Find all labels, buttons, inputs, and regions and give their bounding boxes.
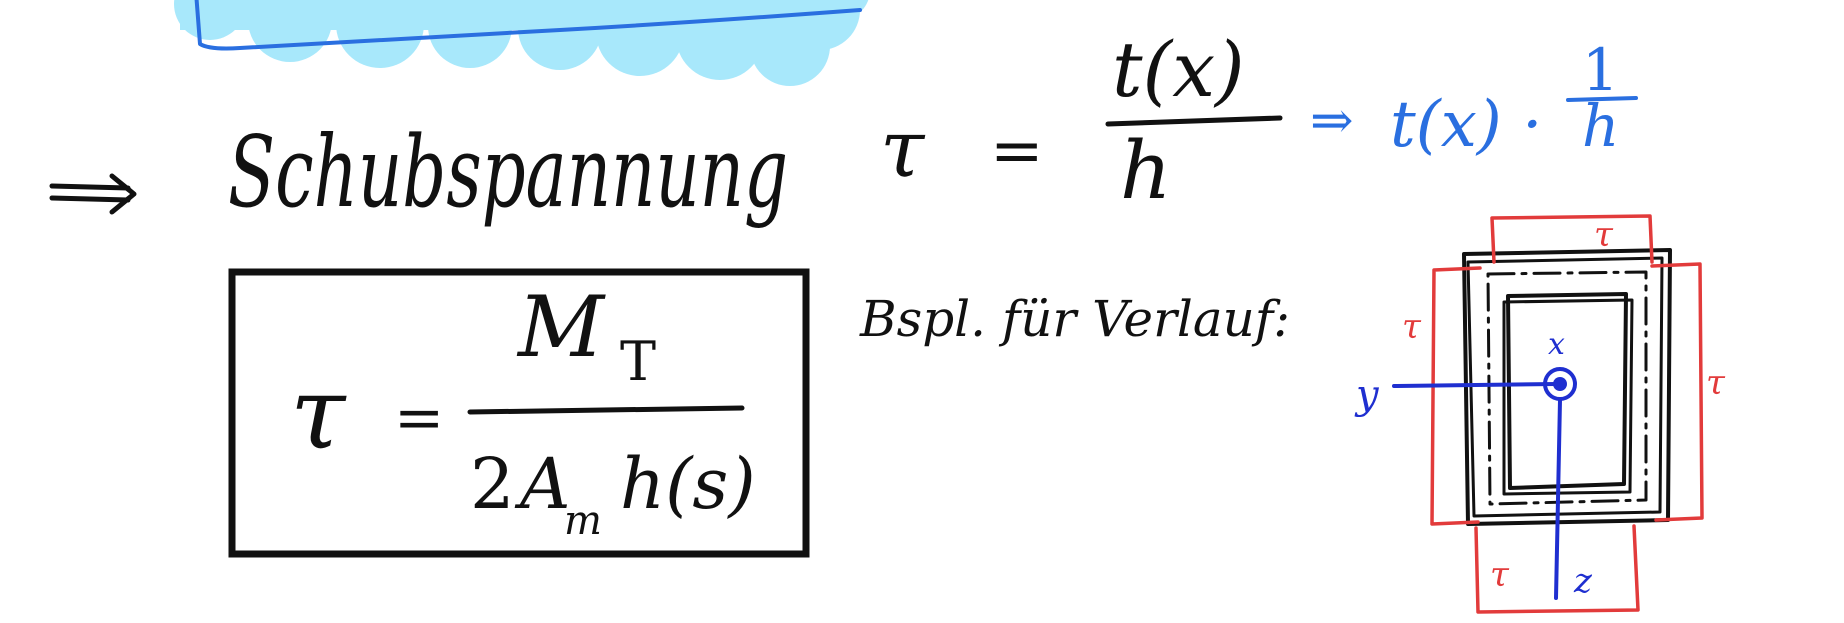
boxed-formula: τ = M T 2 A m h(s) [228, 268, 810, 558]
boxed-formula-numerator-main: M [516, 278, 606, 376]
example-label: Bspl. für Verlauf: [859, 290, 1290, 348]
axis-y-label: y [1354, 372, 1380, 418]
formula-box [228, 268, 810, 558]
tau-right-label: τ [1706, 363, 1726, 403]
heading-schubspannung: Schubspannung [228, 116, 788, 230]
cross-section-diagram: τ τ τ τ x y z [1354, 214, 1726, 614]
cloud-fill [174, 0, 869, 86]
tau-left-label: τ [1402, 307, 1422, 347]
axis-y-line [1392, 382, 1558, 388]
axis-origin-dot [1553, 377, 1567, 391]
boxed-formula-fraction-bar [467, 405, 745, 415]
axis-x-label: x [1548, 327, 1565, 362]
shear-relation-fraction-bar [1105, 115, 1283, 127]
shear-relation-numerator: t(x) [1112, 25, 1245, 114]
cloud-outline [194, 0, 862, 51]
blue-note-frac-den: h [1582, 92, 1619, 160]
boxed-formula-denominator-coef: 2 [470, 443, 515, 525]
tau-top-box [1490, 214, 1654, 264]
blue-note-implies: ⇒ [1310, 91, 1354, 151]
shear-relation-lhs: τ [880, 102, 926, 195]
blue-note: ⇒ t(x) · 1 h [1310, 36, 1638, 162]
boxed-formula-denominator-main: A [514, 443, 571, 525]
tau-top-label: τ [1594, 215, 1614, 255]
shear-relation-denominator: h [1120, 124, 1172, 217]
section-outer-outline-2 [1466, 256, 1664, 518]
implies-arrow [49, 173, 137, 215]
section-inner-outline-2 [1502, 298, 1634, 496]
section-outer-outline [1462, 248, 1672, 526]
boxed-formula-denominator-sub: m [564, 498, 602, 544]
blue-note-fraction-bar [1566, 96, 1638, 102]
blue-note-frac-num: 1 [1582, 36, 1619, 104]
section-inner-outline [1506, 292, 1628, 490]
boxed-formula-equals: = [394, 383, 444, 453]
shear-relation: τ = t(x) h [880, 25, 1283, 217]
tau-right-box [1650, 262, 1704, 522]
tau-left-box [1430, 266, 1482, 526]
blue-note-expr: t(x) · [1390, 88, 1542, 162]
axis-z-label: z [1573, 561, 1593, 601]
tau-bottom-label: τ [1490, 555, 1510, 595]
boxed-formula-numerator-sub: T [620, 330, 656, 393]
tau-bottom-box [1474, 524, 1640, 614]
boxed-formula-denominator-tail: h(s) [620, 443, 756, 525]
shear-relation-equals: = [990, 114, 1044, 188]
axis-z-line [1554, 398, 1562, 600]
boxed-formula-lhs: τ [290, 355, 347, 472]
section-midline [1486, 270, 1648, 506]
axis-origin-ring [1543, 367, 1577, 401]
cloud-bubble [174, 0, 869, 86]
